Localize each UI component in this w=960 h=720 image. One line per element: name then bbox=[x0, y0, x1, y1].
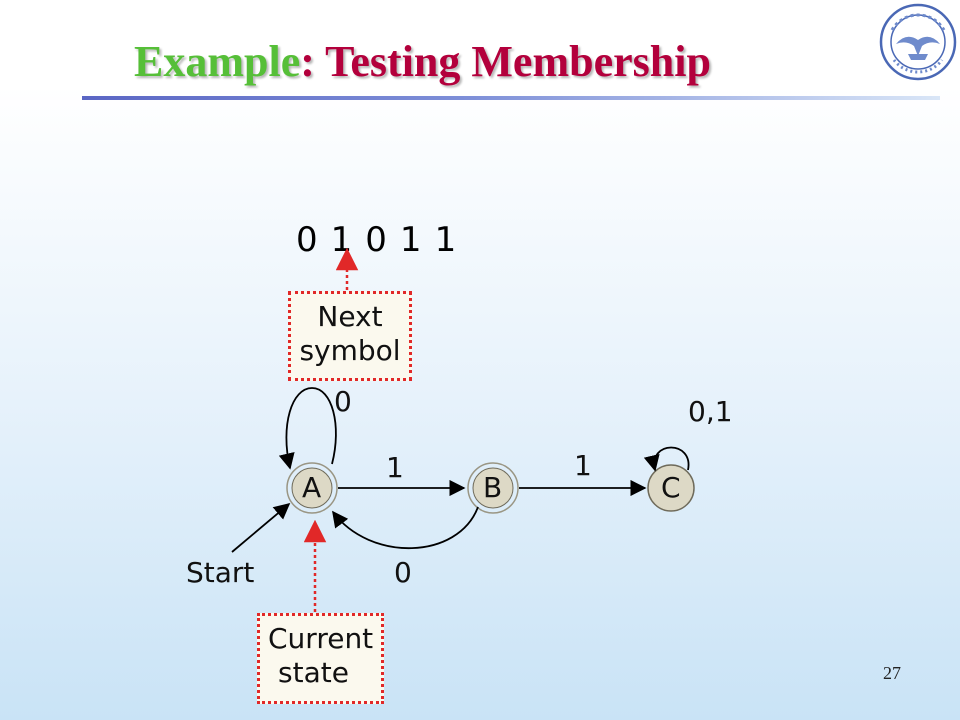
input-symbol: 0 bbox=[296, 220, 318, 260]
start-arrow bbox=[231, 502, 291, 553]
state-b-label: B bbox=[483, 471, 503, 504]
transition-b-a bbox=[332, 506, 479, 550]
transition-c-c-label: 0,1 bbox=[688, 395, 733, 428]
slide-title: Example: Testing Membership bbox=[134, 36, 711, 88]
current-state-callout: Current state bbox=[257, 613, 384, 704]
next-symbol-callout: Next symbol bbox=[288, 291, 412, 381]
callout-line: state bbox=[278, 656, 349, 689]
slide-title-rest: : Testing Membership bbox=[300, 37, 711, 86]
transition-c-c bbox=[643, 446, 690, 472]
input-symbol: 1 bbox=[434, 220, 457, 260]
state-c-label: C bbox=[661, 471, 681, 504]
callout-line: Current bbox=[268, 622, 374, 655]
university-seal-logo bbox=[879, 3, 957, 81]
transition-a-a bbox=[278, 387, 337, 470]
state-c bbox=[647, 464, 695, 512]
page-number: 27 bbox=[883, 663, 901, 683]
state-b bbox=[467, 462, 519, 514]
transition-b-c-label: 1 bbox=[574, 449, 592, 482]
input-symbol: 1 bbox=[399, 220, 422, 260]
transition-a-a-label: 0 bbox=[334, 385, 352, 418]
state-a bbox=[286, 462, 338, 514]
state-a-label: A bbox=[302, 471, 322, 504]
transition-b-a-label: 0 bbox=[394, 556, 412, 589]
callout-line: Next bbox=[317, 300, 383, 333]
input-symbol: 0 bbox=[365, 220, 387, 260]
start-label: Start bbox=[186, 556, 255, 589]
transition-a-b-label: 1 bbox=[386, 451, 404, 484]
title-underline bbox=[82, 96, 940, 100]
slide-title-prefix: Example bbox=[134, 37, 301, 86]
callout-line: symbol bbox=[299, 334, 401, 367]
